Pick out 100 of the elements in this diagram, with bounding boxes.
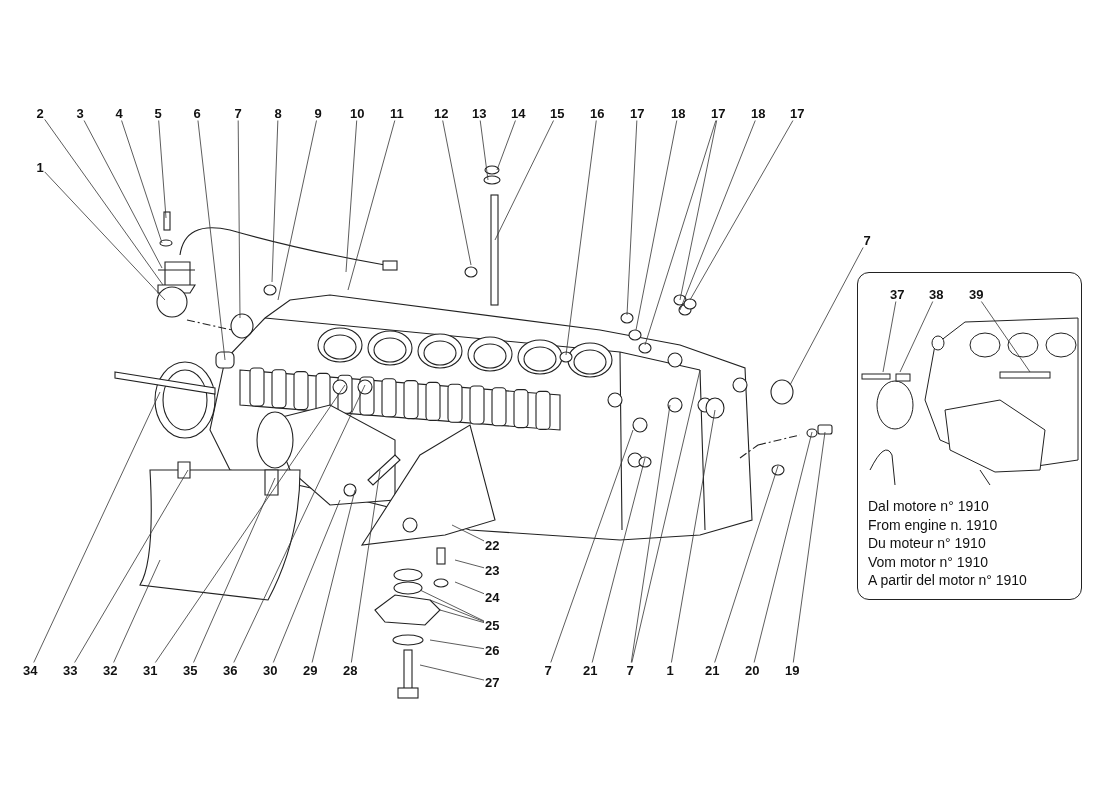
callout-number: 10 [349,105,366,121]
inset-panel [857,272,1082,600]
note-text: A partir del motor n° 1910 [868,572,1027,588]
callout-number: 21 [582,662,599,678]
callout-number: 30 [262,662,279,678]
callout-number: 16 [589,105,606,121]
leader-line [714,465,779,663]
callout-number: 36 [222,662,239,678]
callout-number: 6 [192,105,202,121]
leader-line [496,120,516,171]
leader-line [671,409,716,663]
callout-number: 33 [62,662,79,678]
leader-line [419,664,485,681]
leader-line [679,120,756,311]
callout-number: 24 [484,589,501,605]
leader-line [635,120,678,331]
leader-line [154,384,346,663]
callout-number: 17 [629,105,646,121]
leader-line [311,489,356,663]
leader-line [565,120,597,356]
leader-line [882,301,897,373]
leader-line [454,559,485,569]
leader-line [44,171,166,301]
leader-line [454,581,485,595]
leader-line [429,639,485,650]
leader-line [33,391,161,663]
leader-line [644,120,717,346]
leader-line [197,120,226,361]
leader-line [494,120,554,241]
callout-number: 39 [968,286,985,302]
leader-line [439,609,485,624]
callout-number: 22 [484,537,501,553]
leader-line [631,369,701,663]
leader-line [792,431,826,663]
leader-line [626,120,638,316]
callout-number: 25 [484,617,501,633]
leader-line [429,599,485,623]
leader-line [272,499,341,663]
callout-number: 37 [889,286,906,302]
callout-number: 38 [928,286,945,302]
callout-number: 26 [484,642,501,658]
callout-number: 21 [704,662,721,678]
leader-line [113,559,161,663]
leader-line [789,247,864,386]
leader-line [74,469,189,663]
callout-number: 12 [433,105,450,121]
callout-number: 7 [862,232,872,248]
leader-line [193,477,276,663]
callout-number: 17 [710,105,727,121]
callout-number: 20 [744,662,761,678]
callout-number: 1 [35,159,45,175]
leader-line [277,120,317,301]
note-text: Vom motor n° 1910 [868,553,988,570]
callout-number: 35 [182,662,199,678]
leader-line [347,120,396,291]
callout-number: 29 [302,662,319,678]
leader-line [689,120,794,301]
callout-number: 32 [102,662,119,678]
callout-number: 7 [543,662,553,678]
note-text: Dal motore n° 1910 [868,498,989,514]
leader-line [44,119,164,286]
leader-line [981,301,1031,373]
callout-number: 4 [114,105,124,121]
leader-line [591,457,646,663]
leader-line [237,120,241,319]
leader-line [233,384,366,663]
callout-number: 18 [670,105,687,121]
leader-line [345,120,358,273]
callout-number: 11 [389,105,405,121]
callout-number: 1 [665,662,675,678]
leader-line [451,524,485,542]
callout-number: 19 [784,662,801,678]
callout-number: 7 [233,105,243,121]
callout-number: 5 [153,105,163,121]
leader-line [679,120,718,301]
leader-line [442,120,472,266]
callout-number: 34 [22,662,39,678]
callout-number: 15 [549,105,566,121]
callout-number: 17 [789,105,806,121]
callout-number: 13 [471,105,488,121]
callout-number: 28 [342,662,359,678]
callout-number: 27 [484,674,501,690]
leader-line [550,429,634,663]
callout-number: 3 [75,105,85,121]
leader-line [271,120,279,283]
leader-line [419,589,485,622]
note-text: From engine n. 1910 [868,516,998,533]
callout-number: 8 [273,105,283,121]
leader-line [479,120,489,181]
callout-number: 31 [142,662,159,678]
leader-line [899,301,934,373]
callout-number: 9 [313,105,323,121]
note-text: Du moteur n° 1910 [868,535,986,551]
leader-line [630,404,671,663]
callout-number: 7 [625,662,635,678]
leader-line [753,431,813,663]
callout-number: 2 [35,105,45,121]
leader-line [83,120,163,269]
callout-number: 18 [750,105,767,121]
leader-line [350,469,381,663]
